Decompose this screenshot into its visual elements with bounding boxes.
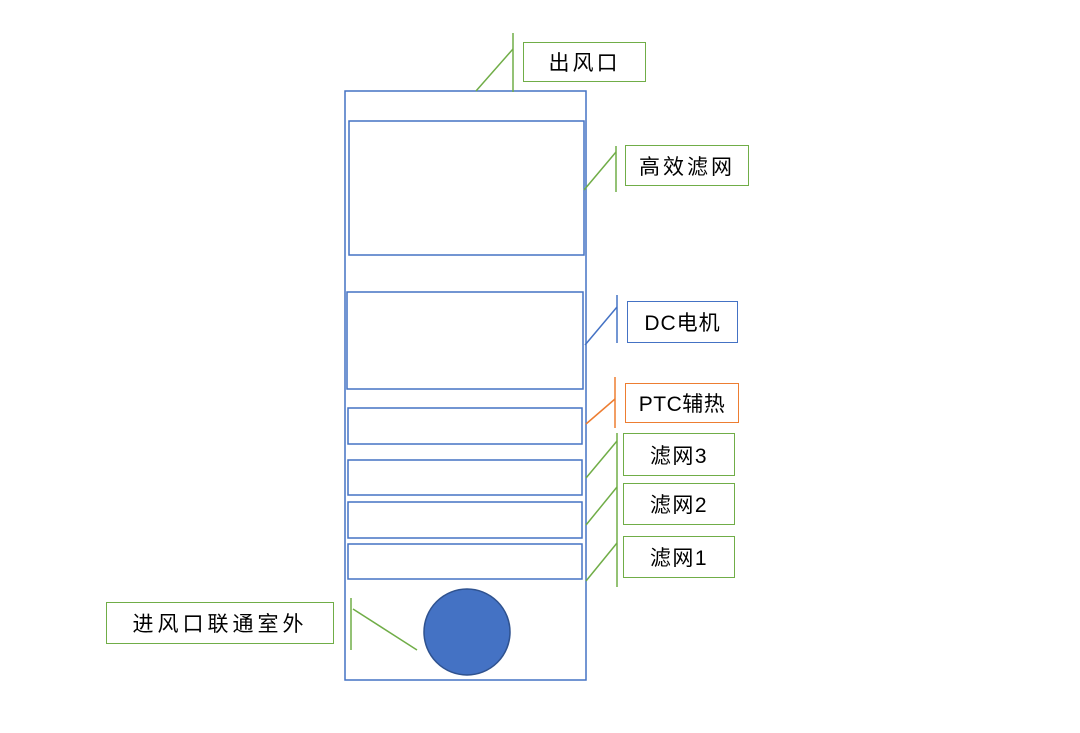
inlet-callout-label: 进风口联通室外 bbox=[106, 602, 334, 644]
inlet-leader-line bbox=[352, 608, 418, 651]
filter2-shape bbox=[347, 501, 583, 539]
filter2-leader-line bbox=[585, 486, 618, 526]
filter1-leader-line bbox=[585, 542, 618, 582]
ptc-heater-shape bbox=[347, 407, 583, 445]
filter3-shape bbox=[347, 459, 583, 496]
filter3-leader-line bbox=[585, 440, 618, 479]
outlet-leader-line bbox=[475, 48, 514, 92]
hepa-leader-line bbox=[583, 151, 617, 191]
inlet-fan-circle bbox=[423, 588, 511, 676]
ptc-heater-callout-label: PTC辅热 bbox=[625, 383, 739, 423]
hepa-filter-shape bbox=[348, 120, 585, 256]
ptc-leader-line bbox=[585, 398, 616, 425]
dc-motor-callout-label: DC电机 bbox=[627, 301, 738, 343]
hepa-filter-callout-label: 高效滤网 bbox=[625, 145, 749, 186]
filter2-callout-label: 滤网2 bbox=[623, 483, 735, 525]
dc-motor-leader-line bbox=[584, 306, 618, 346]
filter1-shape bbox=[347, 543, 583, 580]
dc-motor-shape bbox=[346, 291, 584, 390]
filter1-callout-label: 滤网1 bbox=[623, 536, 735, 578]
filter3-callout-label: 滤网3 bbox=[623, 433, 735, 476]
outlet-callout-label: 出风口 bbox=[523, 42, 646, 82]
purifier-body-outline bbox=[344, 90, 587, 681]
